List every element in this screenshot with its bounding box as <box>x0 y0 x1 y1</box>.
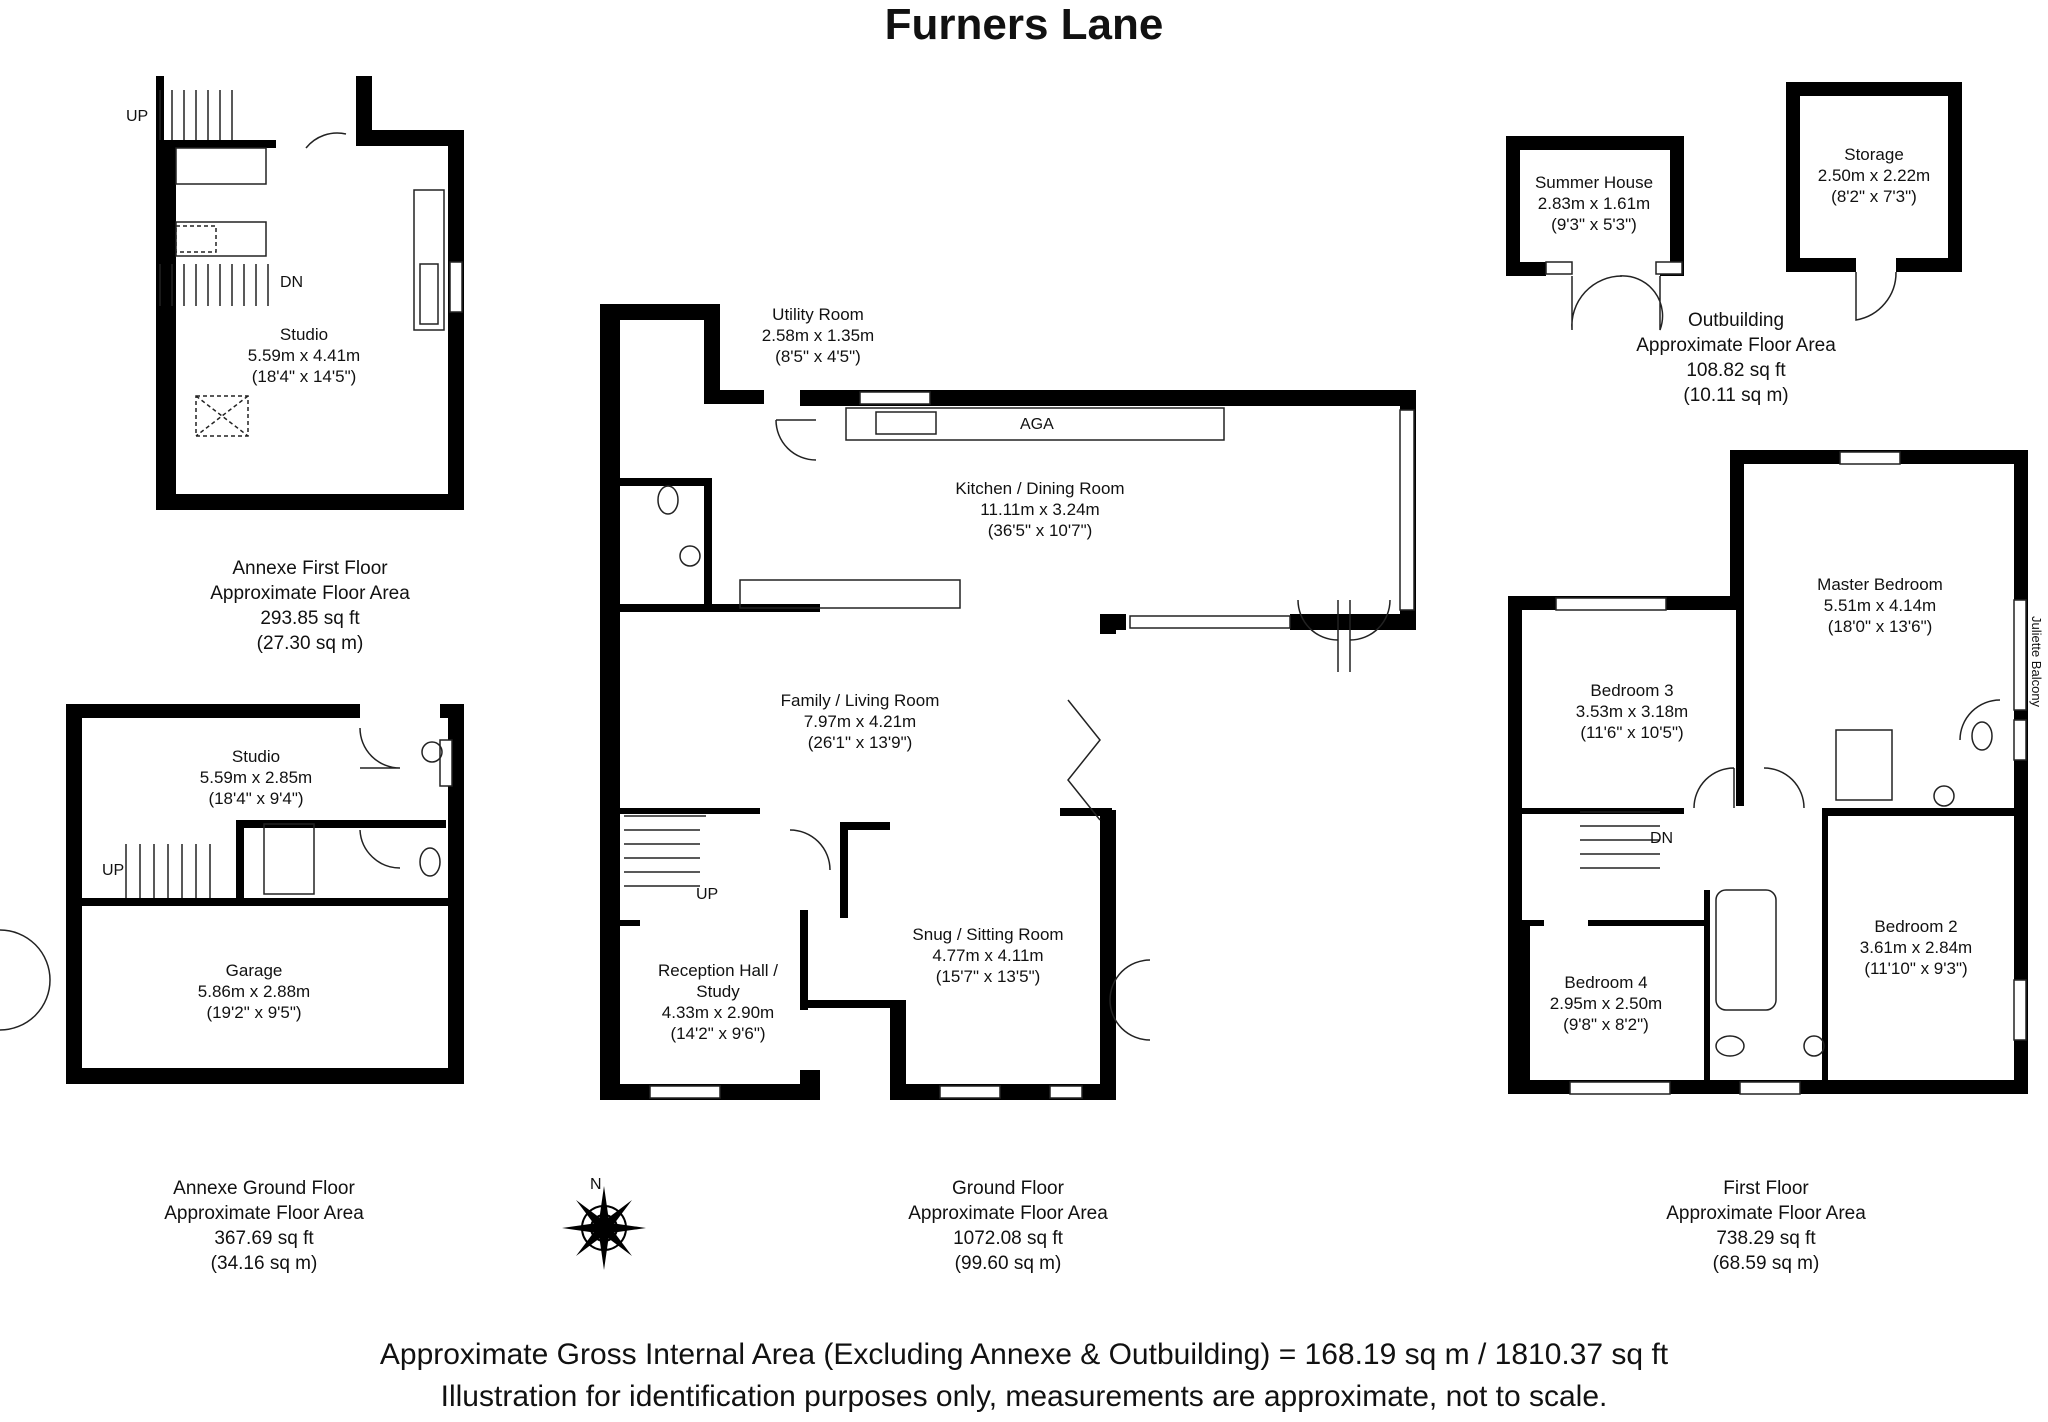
room-imperial: (14'2" x 9'6") <box>670 1024 766 1043</box>
stairs-lines <box>125 90 1660 898</box>
room-name: Bedroom 4 <box>1564 973 1648 992</box>
compass-rose-icon <box>562 1186 646 1270</box>
annexe-gf-area: Annexe Ground Floor Approximate Floor Ar… <box>164 1176 364 1276</box>
annexe-ff-studio-label: Studio 5.59m x 4.41m (18'4" x 14'5") <box>248 324 360 387</box>
room-name: Bedroom 2 <box>1874 917 1958 936</box>
room-imperial: (11'10" x 9'3") <box>1864 959 1968 978</box>
gross-area-note: Approximate Gross Internal Area (Excludi… <box>379 1338 1669 1371</box>
fixtures <box>0 90 2027 1099</box>
room-metric: 11.11m x 3.24m <box>980 500 1100 519</box>
room-imperial: (9'3" x 5'3") <box>1551 215 1637 234</box>
room-name: Studio <box>279 325 329 344</box>
room-name: Summer House <box>1534 173 1654 192</box>
room-metric: 5.59m x 4.41m <box>247 346 361 365</box>
area-line2: Approximate Floor Area <box>1636 335 1836 356</box>
bedroom-4-label: Bedroom 4 2.95m x 2.50m (9'8" x 8'2") <box>1550 972 1662 1035</box>
family-living-label: Family / Living Room 7.97m x 4.21m (26'1… <box>781 690 940 753</box>
room-name: Reception Hall / <box>657 961 779 980</box>
aga-label: AGA <box>1020 416 1054 433</box>
snug-sitting-label: Snug / Sitting Room 4.77m x 4.11m (15'7"… <box>912 924 1063 987</box>
utility-room-label: Utility Room 2.58m x 1.35m (8'5" x 4'5") <box>762 304 874 367</box>
walls <box>66 76 2028 1100</box>
room-imperial: (18'0" x 13'6") <box>1827 617 1933 636</box>
room-name: Garage <box>225 961 283 980</box>
room-name: Snug / Sitting Room <box>912 925 1064 944</box>
room-name: Family / Living Room <box>780 691 940 710</box>
area-name: Annexe Ground Floor <box>173 1178 355 1199</box>
room-imperial: (18'4" x 9'4") <box>208 789 304 808</box>
area-sqft: 108.82 sq ft <box>1686 360 1786 381</box>
room-imperial: (9'8" x 8'2") <box>1563 1015 1649 1034</box>
ground-up-label: UP <box>696 886 719 903</box>
compass-north-label: N <box>590 1176 602 1193</box>
area-sqm: (27.30 sq m) <box>256 633 364 654</box>
reception-study-label: Reception Hall / Study 4.33m x 2.90m (14… <box>658 960 778 1044</box>
room-name: Storage <box>1844 145 1904 164</box>
area-sqm: (10.11 sq m) <box>1683 385 1789 406</box>
room-metric: 2.58m x 1.35m <box>761 326 875 345</box>
plan-title: Furners Lane <box>884 0 1164 49</box>
annexe-gf-up-label: UP <box>102 862 125 879</box>
room-imperial: (8'5" x 4'5") <box>775 347 861 366</box>
area-name: Ground Floor <box>952 1178 1064 1199</box>
storage-label: Storage 2.50m x 2.22m (8'2" x 7'3") <box>1818 144 1930 207</box>
room-metric: 5.59m x 2.85m <box>199 768 313 787</box>
room-name-2: Study <box>696 982 740 1001</box>
area-sqft: 367.69 sq ft <box>214 1228 314 1249</box>
area-name: First Floor <box>1723 1178 1809 1199</box>
room-metric: 2.83m x 1.61m <box>1537 194 1651 213</box>
area-sqft: 1072.08 sq ft <box>953 1228 1063 1249</box>
ground-floor-area: Ground Floor Approximate Floor Area 1072… <box>908 1176 1108 1276</box>
room-name: Utility Room <box>772 305 864 324</box>
juliette-balcony-label: Juliette Balcony <box>2029 616 2044 708</box>
area-name: Annexe First Floor <box>232 558 388 579</box>
annexe-ff-up-label: UP <box>126 108 149 125</box>
area-sqm: (99.60 sq m) <box>954 1253 1062 1274</box>
area-line2: Approximate Floor Area <box>908 1203 1108 1224</box>
room-metric: 4.77m x 4.11m <box>932 946 1044 965</box>
room-name: Master Bedroom <box>1817 575 1943 594</box>
room-metric: 4.33m x 2.90m <box>661 1003 775 1022</box>
master-bedroom-label: Master Bedroom 5.51m x 4.14m (18'0" x 13… <box>1817 574 1943 637</box>
room-metric: 3.53m x 3.18m <box>1575 702 1689 721</box>
annexe-ff-dn-label: DN <box>280 274 304 291</box>
annexe-ff-area: Annexe First Floor Approximate Floor Are… <box>210 556 410 656</box>
disclaimer-note: Illustration for identification purposes… <box>440 1380 1608 1413</box>
bedroom-2-label: Bedroom 2 3.61m x 2.84m (11'10" x 9'3") <box>1860 916 1972 979</box>
first-floor-area: First Floor Approximate Floor Area 738.2… <box>1666 1176 1866 1276</box>
outbuilding-area: Outbuilding Approximate Floor Area 108.8… <box>1636 308 1836 408</box>
room-imperial: (18'4" x 14'5") <box>251 367 357 386</box>
room-imperial: (26'1" x 13'9") <box>807 733 913 752</box>
room-metric: 2.50m x 2.22m <box>1817 166 1931 185</box>
area-line2: Approximate Floor Area <box>164 1203 364 1224</box>
area-line2: Approximate Floor Area <box>1666 1203 1866 1224</box>
room-imperial: (8'2" x 7'3") <box>1831 187 1917 206</box>
area-sqm: (68.59 sq m) <box>1712 1253 1820 1274</box>
room-imperial: (11'6" x 10'5") <box>1580 723 1684 742</box>
room-name: Bedroom 3 <box>1590 681 1674 700</box>
room-metric: 2.95m x 2.50m <box>1549 994 1663 1013</box>
room-name: Studio <box>231 747 281 766</box>
room-metric: 5.51m x 4.14m <box>1823 596 1937 615</box>
area-name: Outbuilding <box>1687 310 1785 331</box>
area-line2: Approximate Floor Area <box>210 583 410 604</box>
summer-house-label: Summer House 2.83m x 1.61m (9'3" x 5'3") <box>1535 172 1653 235</box>
garage-label: Garage 5.86m x 2.88m (19'2" x 9'5") <box>198 960 310 1023</box>
first-floor-dn-label: DN <box>1650 830 1674 847</box>
annexe-gf-studio-label: Studio 5.59m x 2.85m (18'4" x 9'4") <box>200 746 312 809</box>
room-imperial: (19'2" x 9'5") <box>206 1003 302 1022</box>
area-sqm: (34.16 sq m) <box>210 1253 318 1274</box>
room-imperial: (36'5" x 10'7") <box>987 521 1093 540</box>
kitchen-dining-label: Kitchen / Dining Room 11.11m x 3.24m (36… <box>955 478 1124 541</box>
room-name: Kitchen / Dining Room <box>955 479 1125 498</box>
bedroom-3-label: Bedroom 3 3.53m x 3.18m (11'6" x 10'5") <box>1576 680 1688 743</box>
room-metric: 5.86m x 2.88m <box>197 982 311 1001</box>
room-metric: 3.61m x 2.84m <box>1859 938 1973 957</box>
area-sqft: 738.29 sq ft <box>1716 1228 1816 1249</box>
room-imperial: (15'7" x 13'5") <box>935 967 1041 986</box>
area-sqft: 293.85 sq ft <box>260 608 360 629</box>
room-metric: 7.97m x 4.21m <box>803 712 917 731</box>
